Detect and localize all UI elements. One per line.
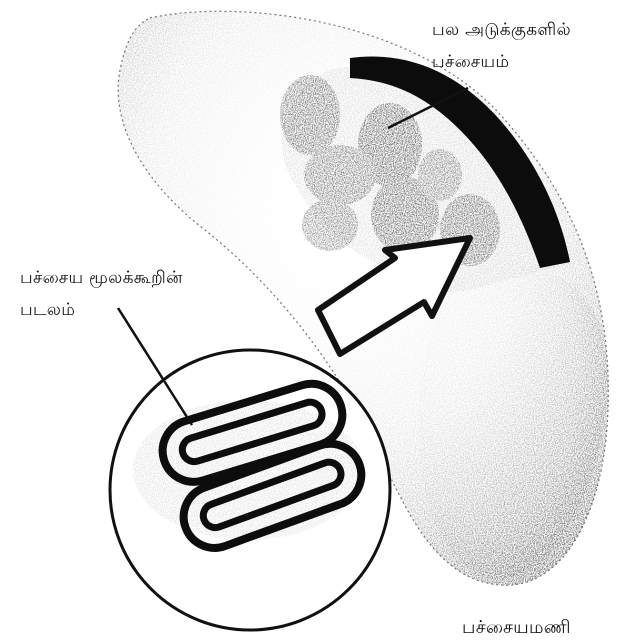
grana-label-line2: பச்சையம் [432,46,571,78]
thylakoid-label: பச்சைய மூலக்கூறின் படலம் [20,262,183,326]
magnified-view [110,350,390,630]
thylakoid-label-line1: பச்சைய மூலக்கூறின் [20,262,183,294]
grana-label-line1: பல அடுக்குகளில் [432,14,571,46]
thylakoid-label-line2: படலம் [20,294,183,326]
grana-label: பல அடுக்குகளில் பச்சையம் [432,14,571,78]
chloroplast-label: பச்சையமணி [462,612,571,640]
